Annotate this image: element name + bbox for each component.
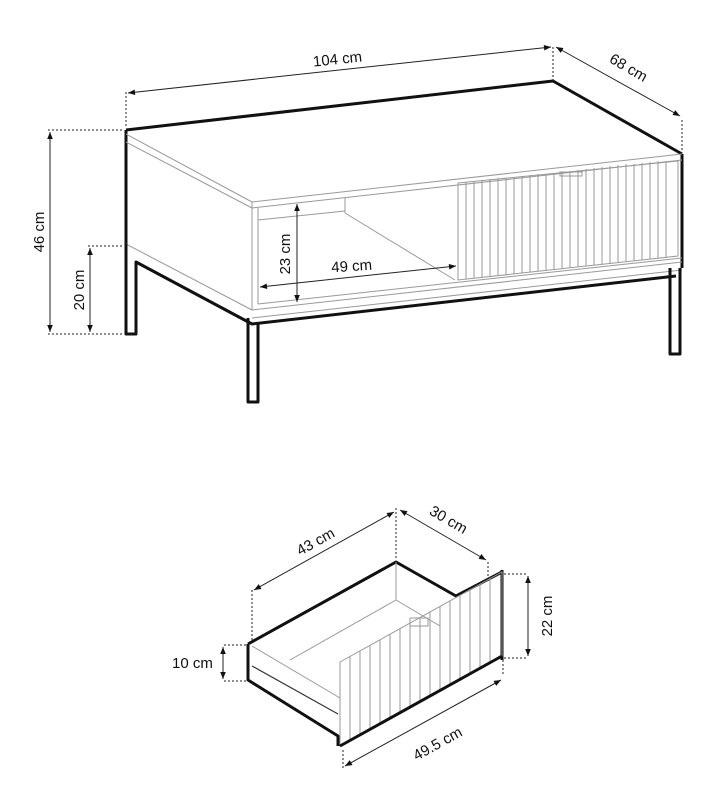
shelf-width-label: 49 cm	[331, 257, 373, 277]
drawer-handle	[559, 171, 583, 177]
depth-label: 68 cm	[606, 51, 650, 86]
fluted-drawer-front	[465, 161, 667, 279]
drawer-front-width-label: 49.5 cm	[410, 724, 465, 765]
height-label: 46 cm	[31, 212, 48, 253]
coffee-table-drawing	[124, 79, 684, 404]
drawer-handle	[409, 617, 429, 627]
drawer-dimensions: 43 cm 30 cm 22 cm 10 cm 49.5 cm	[172, 503, 556, 768]
shelf-height-label: 23 cm	[277, 234, 294, 275]
drawer-depth-label: 43 cm	[294, 525, 338, 560]
fluted-drawer-front	[349, 578, 491, 741]
drawer-side-height-label: 10 cm	[172, 655, 213, 672]
leg-height-label: 20 cm	[71, 270, 88, 311]
drawer-drawing	[246, 560, 504, 748]
width-label: 104 cm	[312, 48, 363, 70]
drawer-inner-width-label: 30 cm	[426, 503, 470, 538]
drawer-front-height-label: 22 cm	[539, 596, 556, 637]
